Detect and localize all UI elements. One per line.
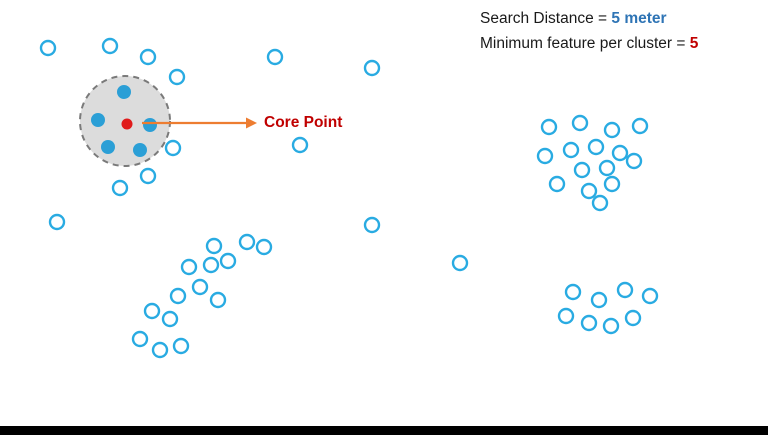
cluster-top-right [598,159,616,177]
neighbor-point [101,140,115,154]
min-feature-value: 5 [689,35,699,52]
cluster-top-right [536,147,554,165]
noise-point [139,167,157,185]
cluster-top-right [540,118,558,136]
noise-point [101,37,119,55]
cluster-top-right [625,152,643,170]
cluster-left [169,287,187,305]
neighbor-point [117,85,131,99]
cluster-bottom-right [616,281,634,299]
cluster-bottom-right [602,317,620,335]
search-distance-label: Search Distance = [480,10,612,27]
cluster-top-right [587,138,605,156]
noise-point [111,179,129,197]
cluster-left [238,233,256,251]
cluster-top-right [611,144,629,162]
cluster-bottom-right [580,314,598,332]
cluster-left [202,256,220,274]
min-feature-label: Minimum feature per cluster = [480,35,690,52]
core-point-dot [121,118,133,130]
cluster-bottom-right [564,283,582,301]
cluster-top-right [571,114,589,132]
noise-point [48,213,66,231]
noise-point [39,39,57,57]
core-point-arrowhead [246,117,257,129]
cluster-left [255,238,273,256]
cluster-left [143,302,161,320]
search-distance-line: Search Distance = 5 meter [480,6,698,31]
bottom-black-bar [0,426,768,435]
cluster-left [219,252,237,270]
noise-point [451,254,469,272]
min-feature-line: Minimum feature per cluster = 5 [480,31,698,56]
neighbor-point [133,143,147,157]
cluster-left [151,341,169,359]
cluster-top-right [573,161,591,179]
cluster-top-right [631,117,649,135]
cluster-left [131,330,149,348]
cluster-top-right [603,121,621,139]
noise-point [168,68,186,86]
cluster-left [161,310,179,328]
noise-point [139,48,157,66]
neighbor-point [91,113,105,127]
noise-point [363,216,381,234]
cluster-top-right [548,175,566,193]
cluster-bottom-right [624,309,642,327]
cluster-top-right [591,194,609,212]
neighbor-point [143,118,157,132]
cluster-top-right [603,175,621,193]
noise-point [363,59,381,77]
cluster-top-right [580,182,598,200]
cluster-bottom-right [590,291,608,309]
noise-point [291,136,309,154]
cluster-top-right [562,141,580,159]
noise-point [266,48,284,66]
cluster-bottom-right [557,307,575,325]
cluster-left [180,258,198,276]
cluster-left [209,291,227,309]
cluster-left [205,237,223,255]
cluster-left [172,337,190,355]
core-point-label: Core Point [264,114,343,131]
cluster-bottom-right [641,287,659,305]
noise-point [164,139,182,157]
search-distance-value: 5 meter [611,10,667,27]
cluster-left [191,278,209,296]
legend: Search Distance = 5 meter Minimum featur… [480,6,698,56]
